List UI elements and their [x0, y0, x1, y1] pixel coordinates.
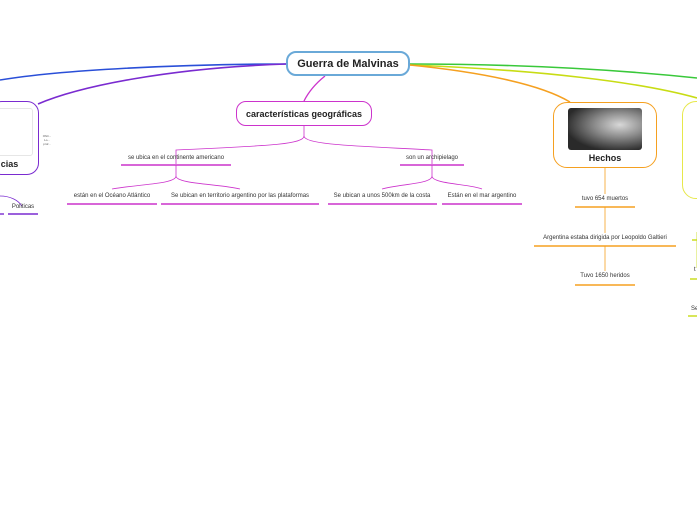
connector-geo-right — [303, 135, 433, 164]
connector-archi-children — [381, 165, 483, 190]
left-leaf-politicas[interactable]: Politicas — [11, 204, 35, 210]
geo-branch-archipielago[interactable]: son un archipielago — [405, 155, 459, 161]
root-node[interactable]: Guerra de Malvinas — [286, 51, 410, 76]
hechos-item-galtieri[interactable]: Argentina estaba dirigida por Leopoldo G… — [543, 235, 667, 241]
connector-root-purple — [37, 63, 287, 105]
connector-root-yellow — [409, 64, 697, 99]
connector-geo-left — [175, 126, 305, 164]
connector-root-geo — [303, 75, 326, 102]
connector-root-orange — [409, 64, 571, 103]
left-branch-node[interactable]: cias — [0, 101, 39, 175]
right-leaf-partial-2[interactable]: Se — [691, 306, 697, 312]
geografia-node[interactable]: características geográficas — [236, 101, 372, 126]
right-branch-node[interactable] — [682, 101, 697, 199]
hechos-photo — [568, 108, 642, 150]
connector-root-blue — [0, 63, 287, 81]
hechos-item-muertos[interactable]: tuvo 654 muertos — [581, 196, 629, 202]
geo-leaf-500km[interactable]: Se ubican a unos 500km de la costa — [333, 193, 431, 199]
geo-leaf-mar[interactable]: Están en el mar argentino — [447, 193, 517, 199]
geografia-label: características geográficas — [245, 108, 363, 119]
hechos-item-heridos[interactable]: Tuvo 1650 heridos — [580, 273, 630, 279]
geo-leaf-plataformas[interactable]: Se ubican en territorio argentino por la… — [170, 193, 310, 199]
left-side-note: Ofici... Lo... prof... — [42, 134, 52, 146]
connector-left-children — [0, 195, 23, 207]
root-label: Guerra de Malvinas — [297, 57, 399, 70]
geo-leaf-oceano[interactable]: están en el Océano Atlántico — [73, 193, 151, 199]
left-branch-label: cias — [0, 159, 19, 169]
right-leaf-partial-1[interactable]: t — [694, 267, 696, 273]
hechos-node[interactable]: Hechos — [553, 102, 657, 168]
hechos-label: Hechos — [588, 153, 622, 163]
geo-branch-ubica[interactable]: se ubica en el continente americano — [127, 155, 225, 161]
connector-ubica-children — [111, 165, 241, 190]
connector-root-green — [409, 63, 697, 79]
left-branch-image — [0, 108, 33, 156]
